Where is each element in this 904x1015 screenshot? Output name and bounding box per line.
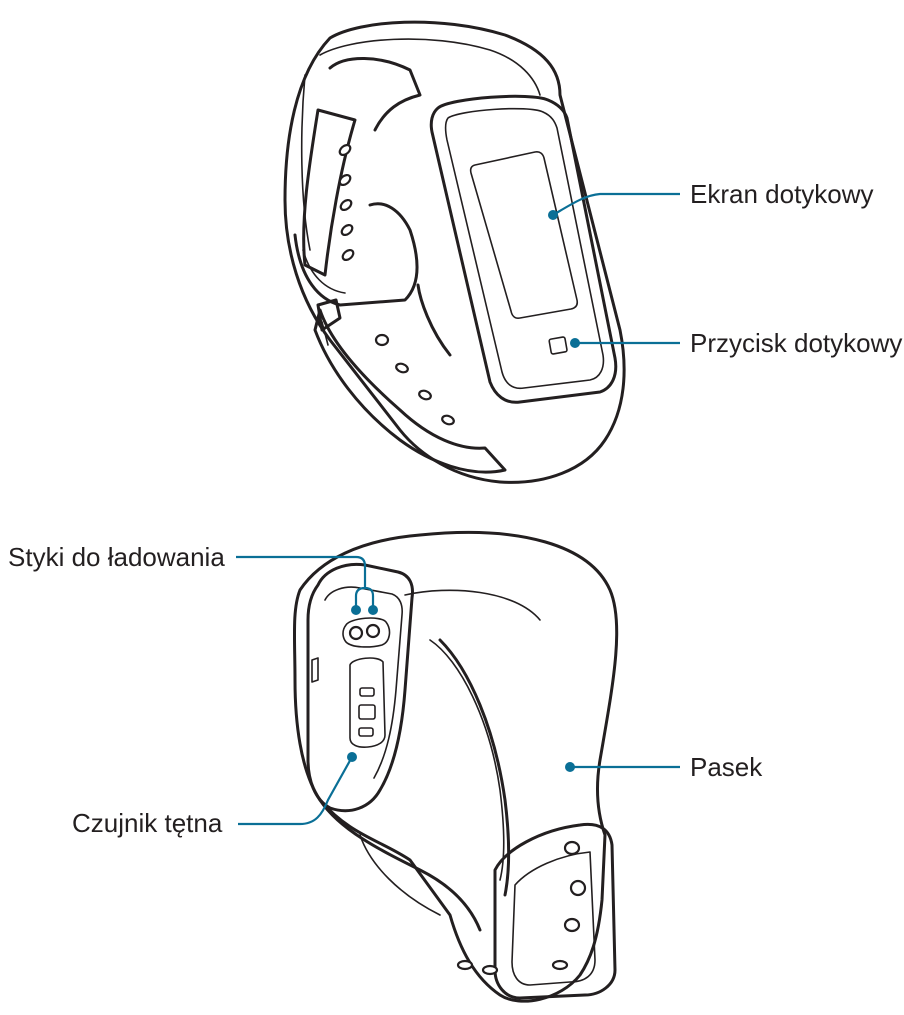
label-strap: Pasek bbox=[690, 752, 762, 782]
leader-dot-touch-key bbox=[570, 338, 580, 348]
label-touch-screen: Ekran dotykowy bbox=[690, 179, 874, 209]
band-front-illustration bbox=[285, 22, 624, 482]
leader-dot-heart-rate bbox=[347, 752, 357, 762]
leader-dot-strap bbox=[565, 762, 575, 772]
label-touch-key: Przycisk dotykowy bbox=[690, 328, 902, 358]
leader-dot-contact-2 bbox=[368, 605, 378, 615]
label-heart-rate-sensor: Czujnik tętna bbox=[72, 808, 222, 838]
leader-dot-touch-screen bbox=[548, 210, 558, 220]
label-charging-contacts: Styki do ładowania bbox=[8, 542, 225, 572]
leader-dot-contact-1 bbox=[351, 605, 361, 615]
leader-touch-screen bbox=[553, 194, 680, 215]
